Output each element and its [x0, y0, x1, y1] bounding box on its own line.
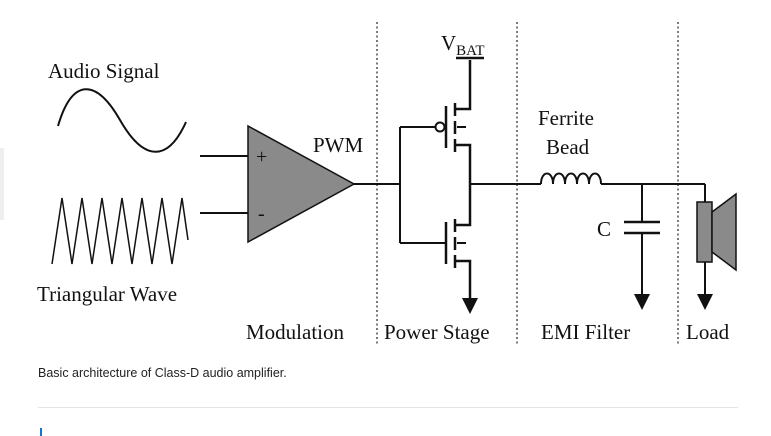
stage-label-modulation: Modulation	[246, 320, 344, 344]
speaker-cone	[711, 192, 737, 272]
pmos-transistor	[444, 60, 472, 184]
stage-label-power: Power Stage	[384, 320, 490, 344]
minus-sign: -	[258, 203, 265, 225]
stage-label-load: Load	[686, 320, 730, 344]
vbat-main: V	[441, 31, 456, 55]
plus-sign: +	[256, 146, 267, 168]
figure-caption: Basic architecture of Class-D audio ampl…	[38, 366, 287, 380]
figure-panel: Audio Signal Triangular Wave + - PWM	[37, 22, 737, 345]
vbat-sub: BAT	[456, 43, 484, 59]
pwm-label: PWM	[313, 133, 364, 157]
nmos-transistor	[444, 184, 472, 300]
ferrite-label-line2: Bead	[546, 135, 590, 159]
audio-signal-wave	[57, 88, 187, 153]
pmos-gate-bubble	[434, 121, 446, 133]
left-edge-mark	[0, 148, 4, 220]
stage-label-emi: EMI Filter	[541, 320, 630, 344]
capacitor-label: C	[597, 217, 611, 241]
vbat-label: VBAT	[441, 31, 485, 59]
section-divider	[38, 407, 738, 408]
audio-signal-label: Audio Signal	[48, 59, 160, 83]
class-d-diagram: Audio Signal Triangular Wave + - PWM	[37, 22, 737, 345]
speaker-magnet	[696, 201, 713, 263]
ferrite-bead-coil	[540, 172, 602, 185]
comparator-amplifier	[247, 124, 356, 244]
triangular-wave	[51, 197, 189, 265]
triangular-wave-label: Triangular Wave	[37, 282, 177, 306]
text-cursor	[40, 428, 42, 436]
ferrite-label-line1: Ferrite	[538, 106, 594, 130]
